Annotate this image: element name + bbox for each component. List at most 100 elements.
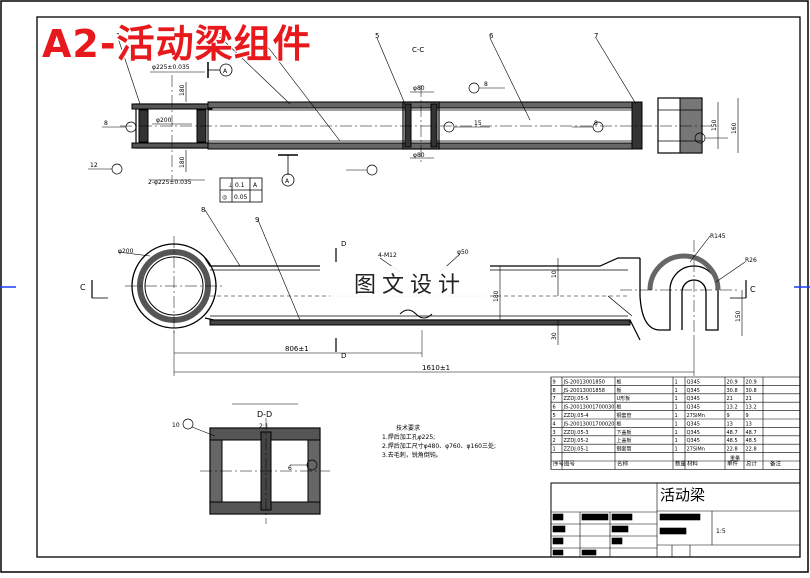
bom-cell-w1: 9	[727, 413, 730, 419]
title-block	[550, 482, 801, 558]
bom-cell-code: ZZDJ.05-4	[564, 413, 589, 419]
upper-cover-plate	[207, 101, 639, 109]
bom-cell-qty: 1	[675, 388, 678, 394]
bom-cell-name: 上盖板	[617, 437, 632, 444]
weld-note-2: 12	[90, 162, 98, 169]
bom-cell-name: 钢套筒	[617, 446, 632, 453]
bom-cell-name: 板	[617, 387, 622, 394]
bom-cell-w1: 30.8	[727, 388, 738, 394]
bom-cell-qty: 1	[675, 379, 678, 385]
dim-180a: 180	[179, 84, 186, 96]
drawing-title: A2-活动梁组件	[42, 22, 312, 66]
drawing-labels: C-C D-D 2:1 C C D D A A 1 2 5 6 7 8 9 φ2…	[80, 32, 757, 472]
bom-cell-w1: 20.9	[727, 379, 738, 385]
lower-cover-plate	[207, 142, 639, 150]
bom-header-weight: 重量	[730, 455, 740, 462]
weld-note-7: 6	[288, 465, 292, 472]
dim-806: 806±1	[285, 345, 309, 353]
bom-cell-qty: 1	[675, 430, 678, 436]
bom-cell-mat: Q345	[687, 438, 700, 444]
dim-d200-front: φ200	[118, 248, 134, 255]
tol-val-1: 0.1	[235, 182, 245, 189]
weld-note-3: 15	[474, 120, 482, 127]
balloon-1: 1	[116, 32, 120, 40]
bom-cell-code: JS-20013001700020	[563, 421, 615, 427]
section-marker-c-left: C	[80, 283, 86, 292]
bom-header-w2: 总计	[746, 460, 758, 468]
weld-note-5: 8	[594, 120, 598, 127]
dim-d225-top: φ225±0.035	[152, 64, 190, 71]
right-end-plate	[631, 101, 643, 150]
tech-heading: 技术要求	[396, 425, 421, 432]
dim-160: 160	[731, 122, 738, 134]
tech-item-3: 3.去毛刺，锐角倒钝。	[382, 452, 442, 459]
bom-cell-no: 5	[553, 413, 556, 419]
section-marker-d-top: D	[341, 240, 346, 248]
bom-header-w1: 单件	[727, 460, 739, 468]
vertical-dims: 150 160 180 180 180 10 30 150	[179, 84, 742, 340]
bom-cell-no: 6	[553, 405, 556, 411]
tech-item-1: 1.焊后加工孔φ225;	[382, 434, 436, 441]
dim-r26: R26	[745, 257, 757, 264]
section-scale: 2:1	[259, 423, 269, 430]
bom-cell-mat: Q345	[687, 388, 700, 394]
bom-cell-w2: 22.8	[746, 447, 757, 453]
bom-cell-code: JS-20013001700030	[563, 405, 615, 411]
bom-cell-mat: 27SiMn	[687, 413, 705, 419]
bom-cell-name: 下盖板	[617, 429, 632, 436]
bom-cell-w1: 22.8	[727, 447, 738, 453]
tech-requirements: 技术要求 1.焊后加工孔φ225; 2.焊后加工尺寸φ480、φ760、φ160…	[382, 424, 496, 460]
bom-cell-no: 7	[553, 396, 556, 402]
dim-150-right: 150	[735, 310, 742, 322]
tech-item-2: 2.焊后加工尺寸φ480、φ760、φ160三处;	[382, 443, 496, 450]
bom-cell-name: 板	[617, 404, 622, 411]
dim-180-front: 180	[493, 290, 500, 302]
balloon-9: 9	[255, 216, 259, 224]
bom-header-code: 图号	[564, 460, 576, 468]
bom-cell-qty: 1	[675, 413, 678, 419]
tol-val-2: 0.05	[234, 194, 248, 201]
dim-d200-top: φ200	[156, 117, 172, 124]
bom-cell-no: 9	[553, 379, 556, 385]
dim-150: 150	[711, 119, 718, 131]
datum-a-bottom-marker	[281, 173, 295, 187]
balloon-7: 7	[594, 32, 598, 40]
bom-cell-w2: 20.9	[746, 379, 757, 385]
bom-cell-qty: 1	[675, 421, 678, 427]
balloon-8: 8	[201, 206, 205, 214]
bom-cell-w1: 48.7	[727, 430, 738, 436]
bom-cell-name: 板	[617, 378, 622, 385]
bom-header-remark: 备注	[770, 460, 782, 468]
bom-cell-no: 4	[553, 421, 556, 427]
bom-cell-w2: 13.2	[746, 405, 757, 411]
lower-flange-front	[209, 319, 631, 326]
bom-cell-code: JS-20013001850	[563, 379, 605, 385]
bom-cell-w2: 48.7	[746, 430, 757, 436]
weld-note-4: 8	[484, 81, 488, 88]
dim-30: 30	[551, 332, 558, 340]
bom-cell-code: ZZDJ.05-2	[564, 438, 589, 444]
bom-cell-w1: 48.5	[727, 438, 738, 444]
right-hook	[639, 258, 719, 331]
bom-cell-name: U形板	[617, 395, 631, 402]
section-view-dd	[182, 403, 330, 524]
tol-ref-1: A	[253, 182, 258, 189]
watermark: 图文设计	[330, 266, 490, 306]
bom-cell-mat: Q345	[687, 430, 700, 436]
tol-sym-1: ⊥	[228, 182, 233, 189]
balloon-5: 5	[375, 32, 379, 40]
datum-a-bottom: A	[285, 178, 290, 185]
dim-d50: φ50	[457, 249, 469, 256]
bom-cell-no: 8	[553, 388, 556, 394]
weld-note-6: 10	[172, 422, 180, 429]
bom-cell-no: 3	[553, 430, 556, 436]
bom-cell-mat: 27SiMn	[687, 447, 705, 453]
bom-cell-w2: 13	[746, 421, 752, 427]
bom-cell-w2: 9	[746, 413, 749, 419]
part-name: 活动梁	[660, 486, 706, 504]
bom-cell-mat: Q345	[687, 396, 700, 402]
bom-cell-no: 2	[553, 438, 556, 444]
section-marker-d-bottom: D	[341, 352, 346, 360]
